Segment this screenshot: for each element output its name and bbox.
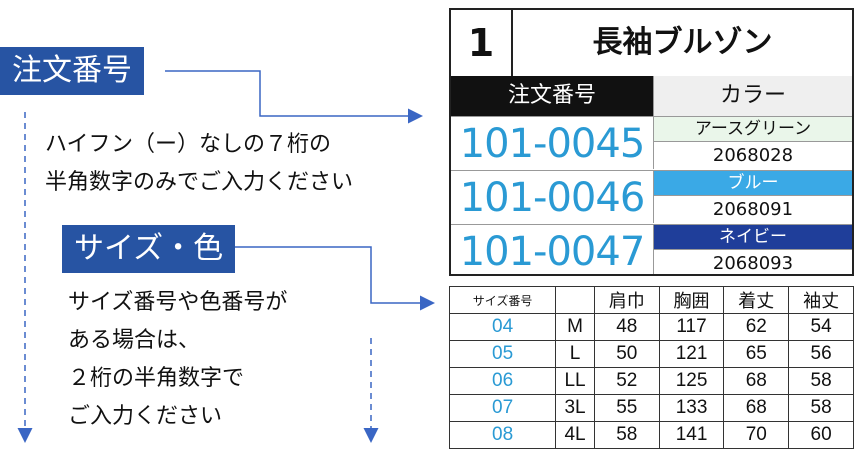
header-chest: 胸囲 <box>658 286 725 314</box>
order-instruction-line2: 半角数字のみでご入力ください <box>45 170 354 195</box>
order-number-header: 注文番号 <box>451 76 653 116</box>
table-cell: 125 <box>658 367 725 395</box>
product-card: 1 長袖ブルゾン 注文番号 カラー 101-0045 アースグリーン 20680… <box>449 8 854 276</box>
table-cell: 56 <box>788 340 854 368</box>
header-length: 着丈 <box>723 286 790 314</box>
table-cell: 62 <box>723 313 790 341</box>
order-arrow <box>165 70 423 124</box>
order-number-tag: 注文番号 <box>0 47 144 95</box>
product-name: 長袖ブルゾン <box>592 25 773 60</box>
size-label: LL <box>555 367 595 395</box>
size-code: 04 <box>448 313 557 341</box>
table-cell: 117 <box>658 313 725 341</box>
table-cell: 58 <box>788 394 854 422</box>
size-code: 06 <box>448 367 557 395</box>
table-cell: 133 <box>658 394 725 422</box>
size-code: 08 <box>448 421 557 449</box>
size-arrow <box>225 246 435 311</box>
size-instruction-line1: サイズ番号や色番号が <box>68 290 288 315</box>
table-row: 08 4L 58 141 70 60 <box>448 421 854 449</box>
table-row: 05 L 50 121 65 56 <box>448 340 854 368</box>
table-cell: 54 <box>788 313 854 341</box>
table-cell: 58 <box>593 421 660 449</box>
size-color-tag: サイズ・色 <box>62 225 236 273</box>
table-row: 04 M 48 117 62 54 <box>448 313 854 341</box>
table-row: 06 LL 52 125 68 58 <box>448 367 854 395</box>
size-label: M <box>555 313 595 341</box>
table-cell: 65 <box>723 340 790 368</box>
table-cell: 70 <box>723 421 790 449</box>
color-code: 2068028 <box>653 141 852 169</box>
table-row: 07 3L 55 133 68 58 <box>448 394 854 422</box>
table-cell: 68 <box>723 394 790 422</box>
color-name: ネイビー <box>653 224 852 249</box>
size-label: L <box>555 340 595 368</box>
table-cell: 121 <box>658 340 725 368</box>
size-instruction-line4: ご入力ください <box>68 404 223 429</box>
size-instruction-line2: ある場合は、 <box>68 328 201 353</box>
order-instruction-line1: ハイフン（ー）なしの７桁の <box>45 132 332 157</box>
size-table-header: サイズ番号 肩巾 胸囲 着丈 袖丈 <box>448 286 854 314</box>
size-label: 3L <box>555 394 595 422</box>
color-name: ブルー <box>653 170 852 195</box>
table-cell: 52 <box>593 367 660 395</box>
product-number: 1 <box>451 10 513 76</box>
order-number-row: 101-0045 <box>451 116 653 171</box>
table-cell: 141 <box>658 421 725 449</box>
size-table: サイズ番号 肩巾 胸囲 着丈 袖丈 04 M 48 117 62 54 05 L… <box>448 286 854 449</box>
header-size-number: サイズ番号 <box>448 286 557 314</box>
color-header: カラー <box>653 76 852 116</box>
size-code: 07 <box>448 394 557 422</box>
table-cell: 58 <box>788 367 854 395</box>
header-shoulder: 肩巾 <box>593 286 660 314</box>
color-name: アースグリーン <box>653 116 852 141</box>
table-cell: 48 <box>593 313 660 341</box>
order-number-row: 101-0046 <box>451 170 653 225</box>
header-sleeve: 袖丈 <box>788 286 854 314</box>
color-code: 2068091 <box>653 195 852 223</box>
order-number-row: 101-0047 <box>451 224 653 279</box>
size-code: 05 <box>448 340 557 368</box>
table-cell: 55 <box>593 394 660 422</box>
size-instruction-line3: ２桁の半角数字で <box>68 366 245 391</box>
table-cell: 50 <box>593 340 660 368</box>
table-cell: 68 <box>723 367 790 395</box>
size-label: 4L <box>555 421 595 449</box>
table-cell: 60 <box>788 421 854 449</box>
header-size-label <box>555 286 595 314</box>
color-code: 2068093 <box>653 249 852 274</box>
